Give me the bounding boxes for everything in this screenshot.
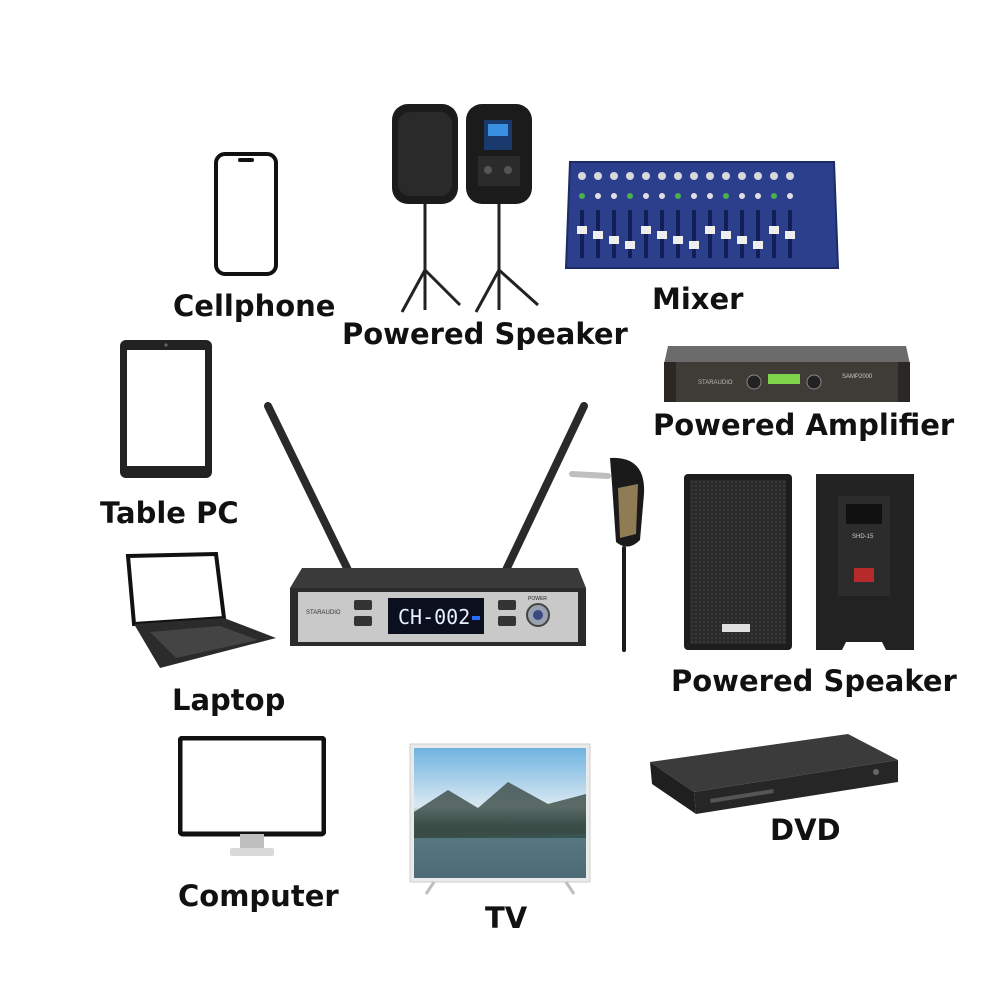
tv-image [408,742,592,896]
powered-speaker-pair-image [388,100,548,320]
dvd-label: DVD [770,813,841,847]
guitar-transmitter-image [566,454,650,652]
powered-amplifier-label: Powered Amplifier [653,408,955,442]
table-pc-label: Table PC [100,496,239,530]
receiver-power-label: POWER [528,596,547,602]
receiver-display-text: CH-002 [398,605,470,629]
cellphone-label: Cellphone [173,289,336,323]
wireless-receiver-image: CH-002 POWER STARAUDIO [262,402,590,650]
mixer-label: Mixer [652,282,744,316]
laptop-label: Laptop [172,683,286,717]
amplifier-image: STARAUDIO SAMP2000 [662,344,912,404]
amplifier-brand-text: STARAUDIO [698,380,733,386]
powered-speaker-right-pair-image: SHD-15 [682,472,918,652]
computer-image [178,736,326,860]
speaker-back-model: SHD-15 [852,534,874,540]
tv-label: TV [485,901,528,935]
amplifier-model-text: SAMP2000 [842,374,873,380]
mixer-image [564,160,840,272]
computer-label: Computer [178,879,339,913]
powered-speaker-right-label: Powered Speaker [671,664,957,698]
powered-speaker-top-label: Powered Speaker [342,317,628,351]
dvd-image [646,732,902,818]
laptop-image [120,552,280,672]
tablet-image [118,338,214,480]
cellphone-image [214,152,278,276]
receiver-brand-text: STARAUDIO [306,610,341,616]
